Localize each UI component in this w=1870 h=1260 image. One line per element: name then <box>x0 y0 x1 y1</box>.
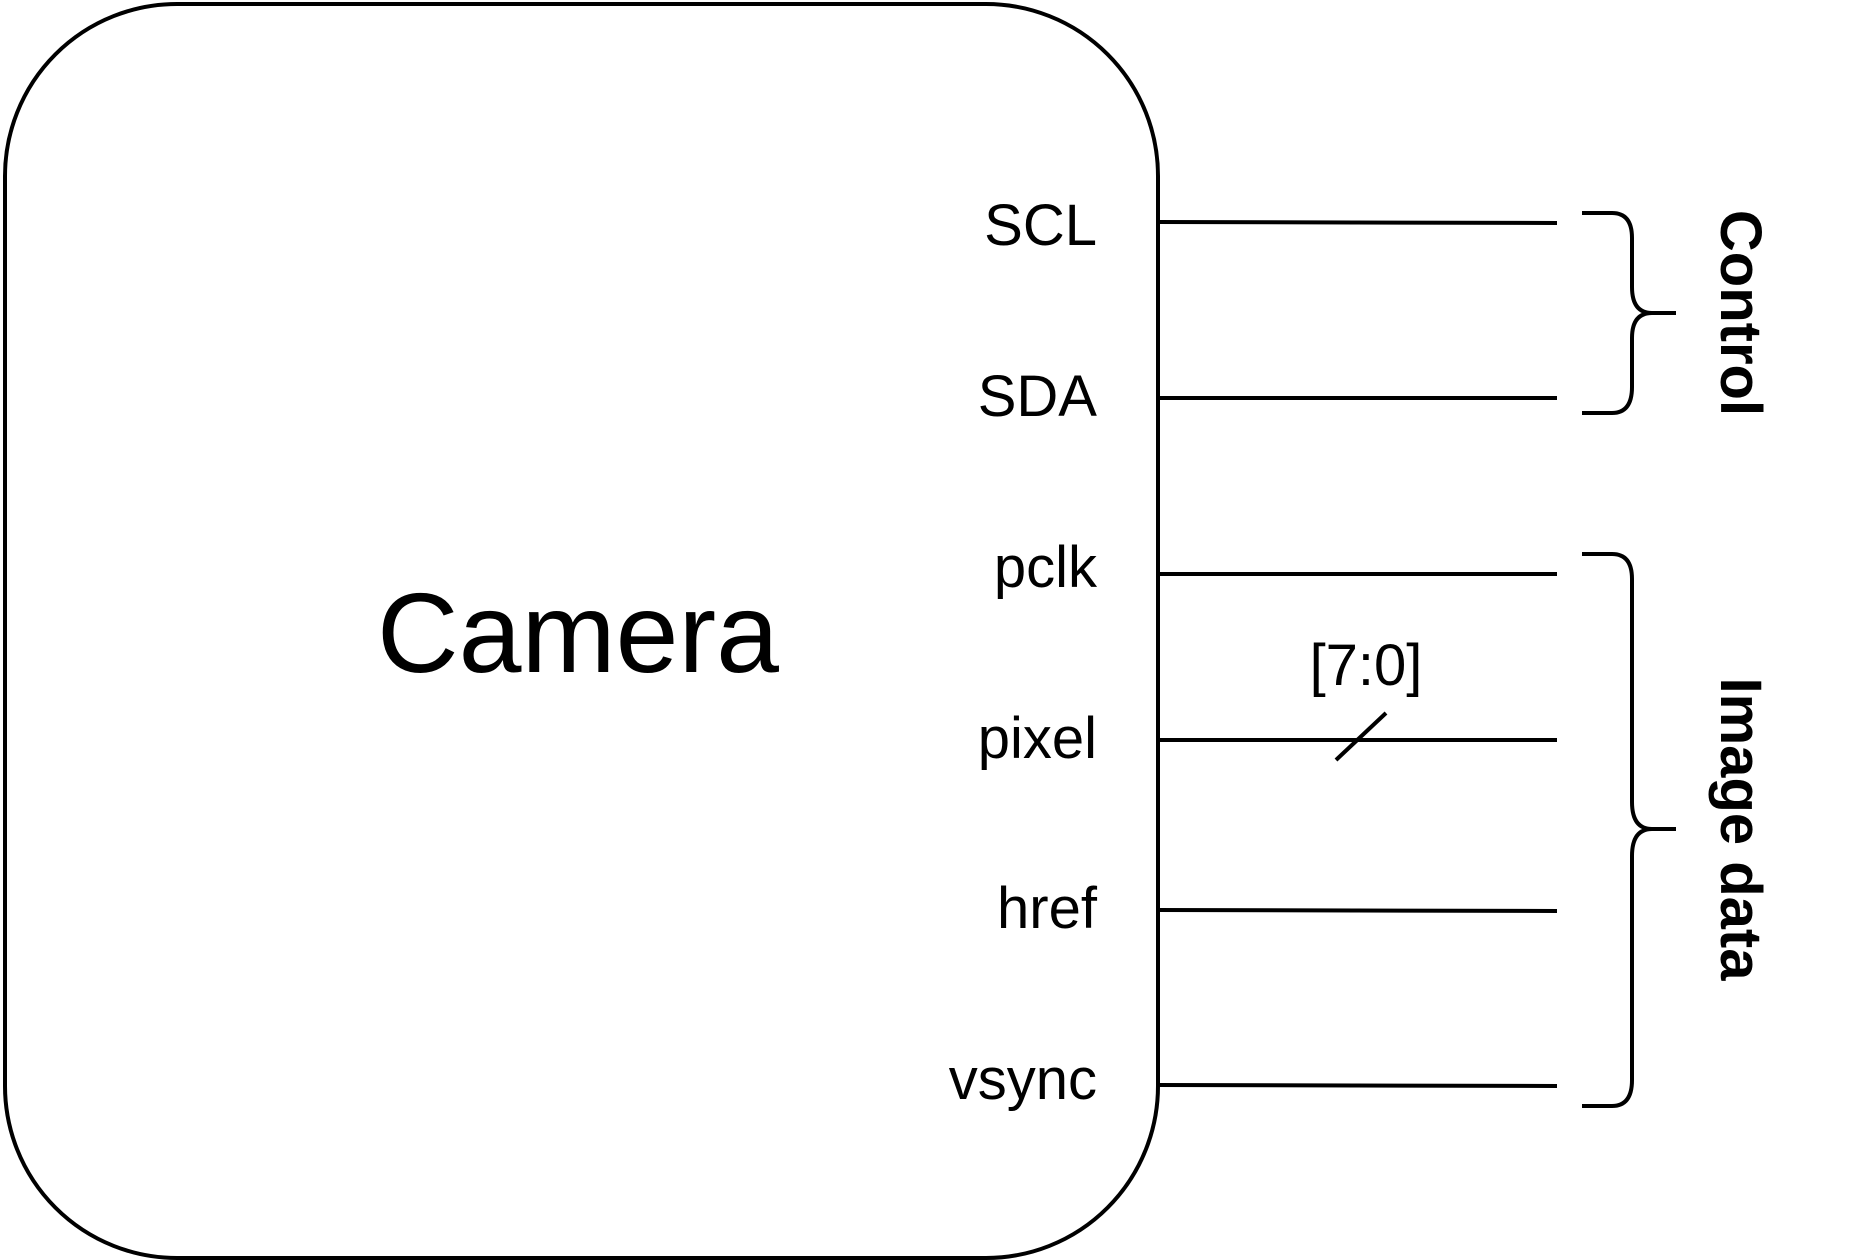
pin-label-href: href <box>997 876 1098 941</box>
bus-slash-marker <box>1334 711 1388 762</box>
pin-label-pclk: pclk <box>994 535 1098 600</box>
pin-label-vsync: vsync <box>949 1047 1097 1112</box>
group-label-control: Control <box>1708 210 1773 416</box>
control-brace <box>1582 211 1676 415</box>
pin-label-sda: SDA <box>978 364 1098 429</box>
image-data-brace <box>1582 552 1676 1108</box>
wire-scl <box>1157 220 1558 225</box>
camera-block <box>3 2 1160 1260</box>
group-label-image-data: Image data <box>1708 678 1773 982</box>
bus-width-label: [7:0] <box>1310 633 1423 698</box>
wire-vsync <box>1157 1083 1558 1088</box>
pin-label-pixel: pixel <box>978 706 1097 771</box>
wire-href <box>1157 908 1558 913</box>
camera-title: Camera <box>377 570 779 696</box>
pin-label-scl: SCL <box>984 193 1097 258</box>
